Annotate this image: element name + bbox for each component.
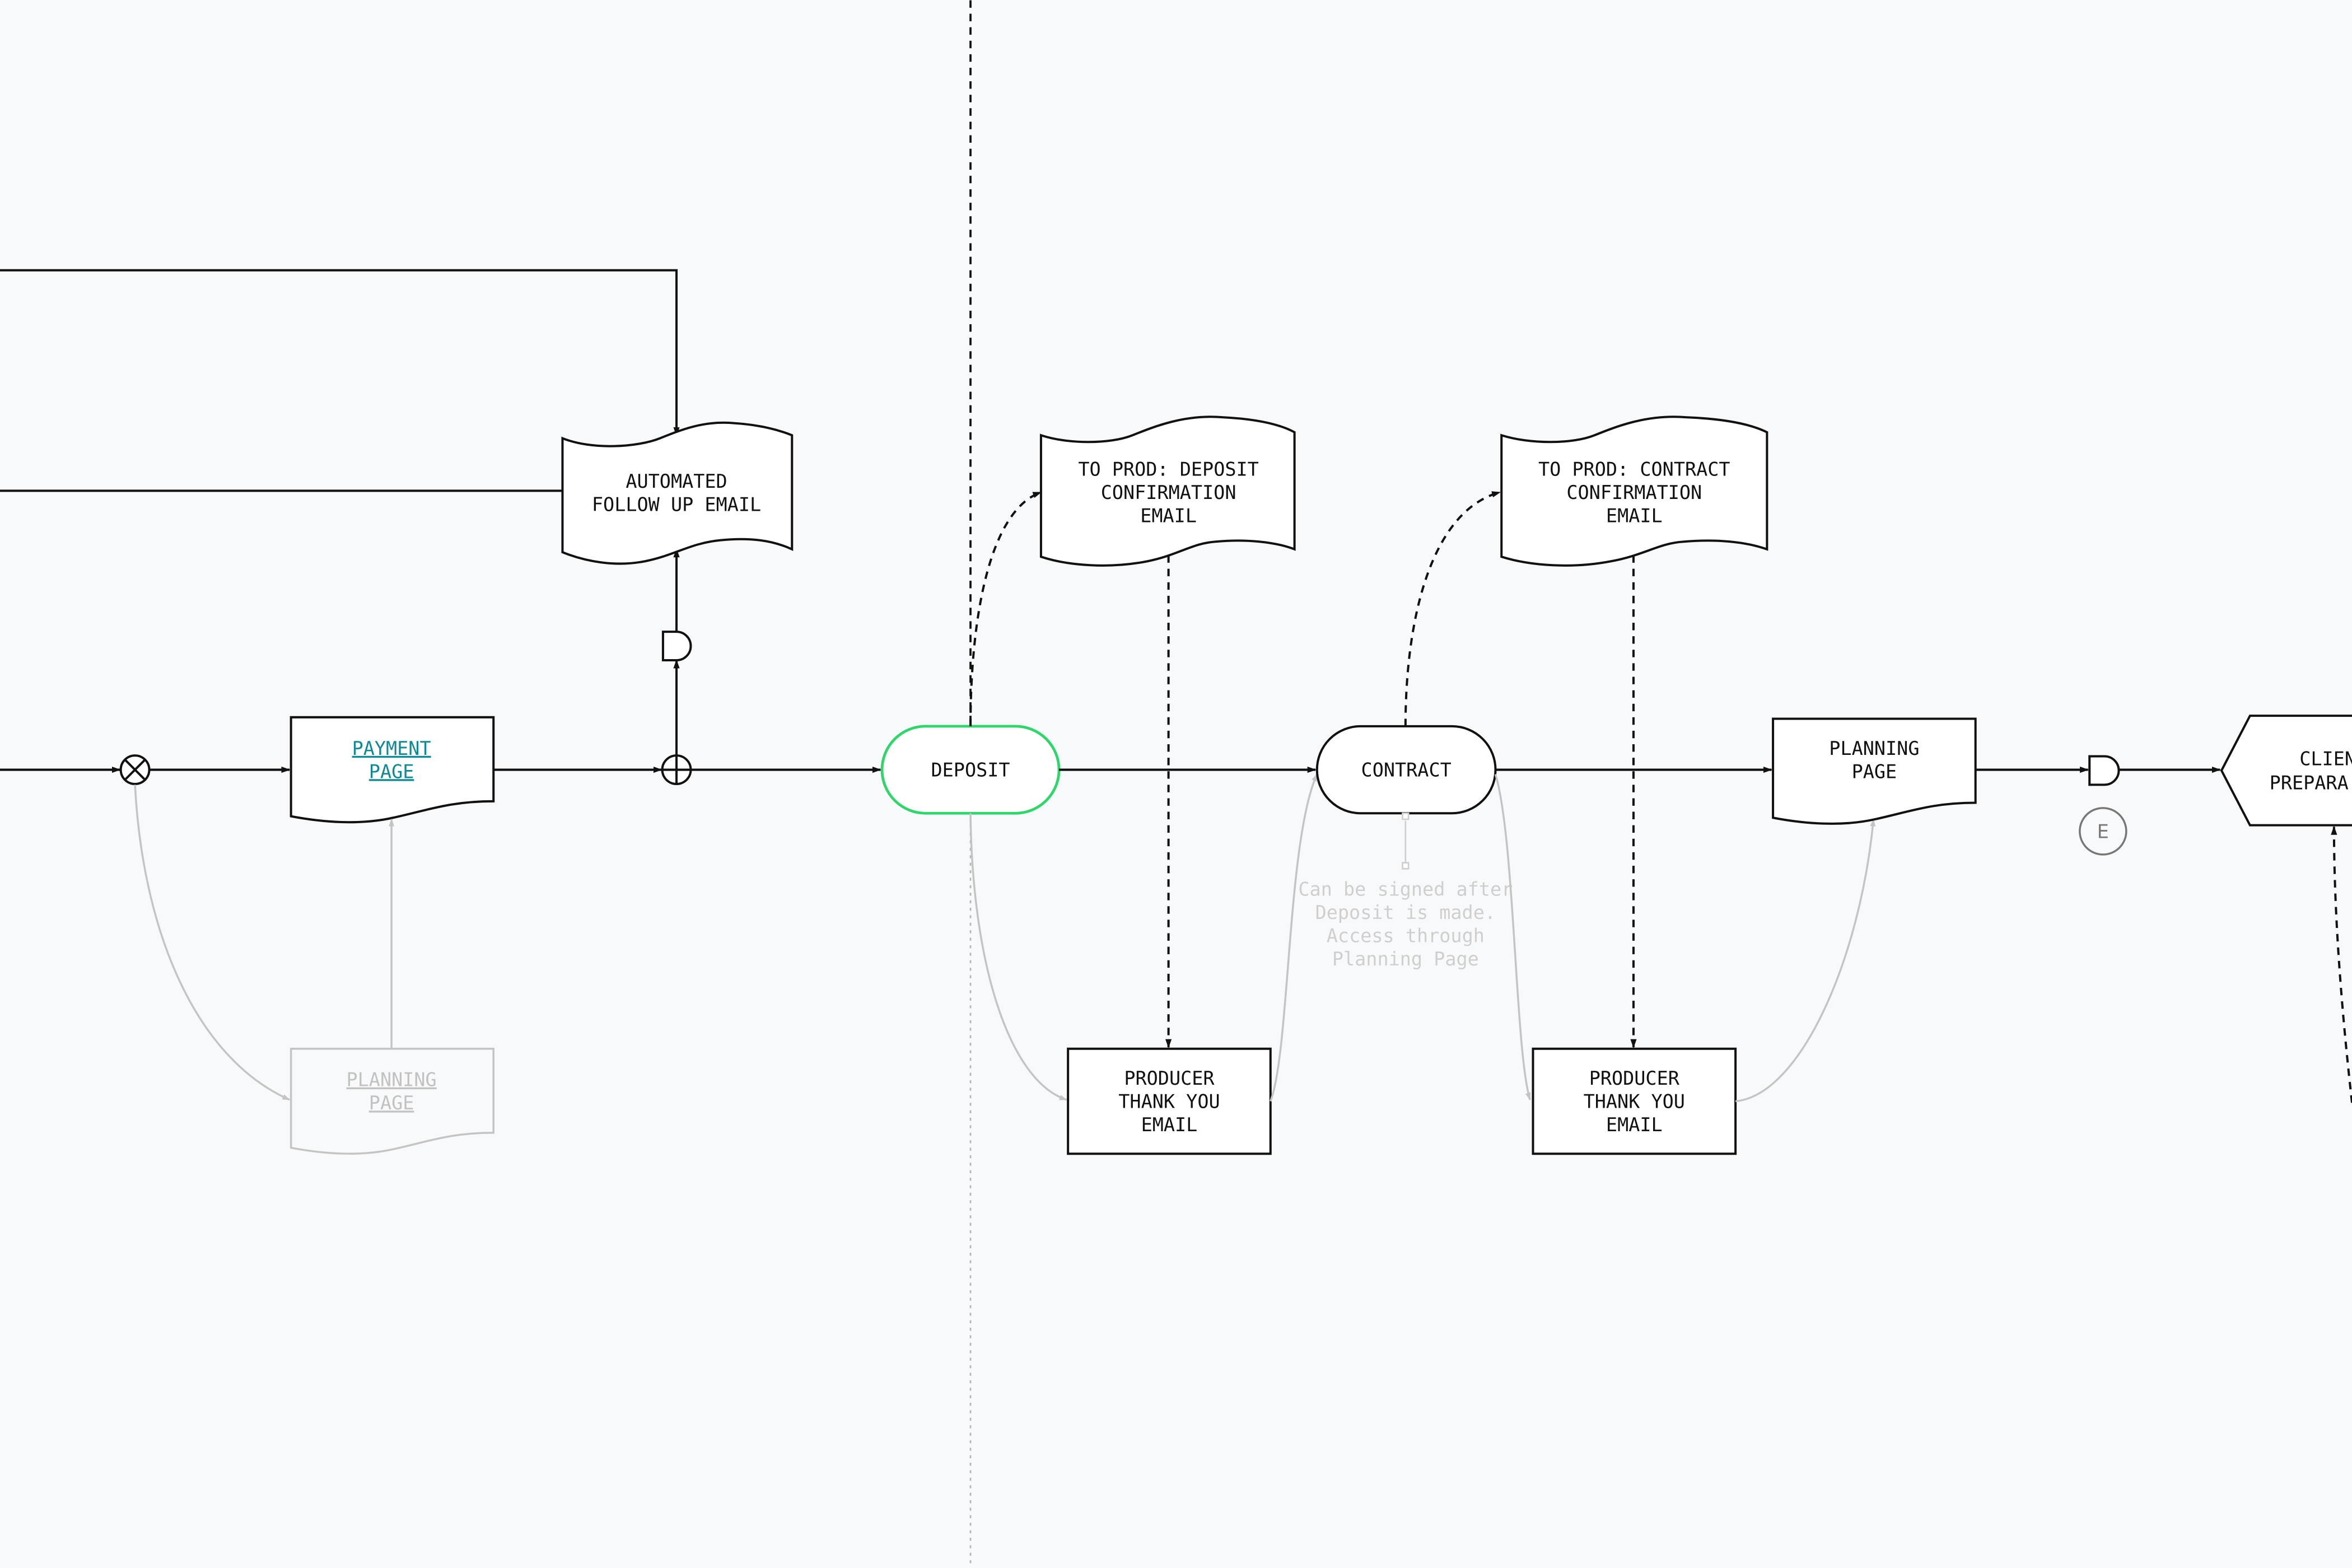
- contract-note-line-4: Planning Page: [1332, 948, 1479, 970]
- deposit-label: DEPOSIT: [931, 759, 1010, 781]
- contract-note-line-3: Access through: [1327, 925, 1485, 947]
- automated-follow-up-label-1: AUTOMATED: [626, 470, 727, 492]
- planning-page-label-2: PAGE: [1852, 760, 1897, 782]
- thank-you-1-label-2: THANK YOU: [1118, 1091, 1220, 1113]
- planning-page-faded-node[interactable]: PLANNING PAGE: [290, 1048, 494, 1155]
- contract-note: Can be signed after Deposit is made. Acc…: [1298, 879, 1513, 970]
- deposit-node[interactable]: DEPOSIT: [880, 725, 1061, 815]
- automated-follow-up-label-2: FOLLOW UP EMAIL: [592, 494, 761, 516]
- delay-node-1[interactable]: [661, 631, 692, 662]
- deposit-confirmation-email-node[interactable]: TO PROD: DEPOSIT CONFIRMATION EMAIL: [1039, 416, 1296, 567]
- deposit-confirmation-label-3: EMAIL: [1140, 505, 1197, 527]
- planning-page-faded-label-2: PAGE: [369, 1092, 414, 1114]
- contract-confirmation-email-node[interactable]: TO PROD: CONTRACT CONFIRMATION EMAIL: [1500, 416, 1768, 567]
- deposit-confirmation-label-1: TO PROD: DEPOSIT: [1078, 459, 1258, 480]
- thank-you-1-label-1: PRODUCER: [1124, 1067, 1215, 1089]
- contract-node[interactable]: CONTRACT: [1315, 725, 1497, 815]
- thank-you-2-label-3: EMAIL: [1606, 1114, 1663, 1136]
- connector-deposit-to-thank-you-1: [969, 813, 1067, 1101]
- planning-page-node[interactable]: PLANNING PAGE: [1772, 717, 1977, 825]
- connector-loop-top: [0, 269, 680, 436]
- connector-e[interactable]: E: [2079, 807, 2127, 856]
- connector-incoming-to-client-prep: [2331, 825, 2352, 1103]
- connector-contract-to-thank-you-2: [1494, 774, 1531, 1101]
- connector-thank-you-2-to-planning: [1735, 818, 1876, 1103]
- thank-you-2-label-1: PRODUCER: [1589, 1067, 1680, 1089]
- delay-node-2[interactable]: [2088, 755, 2120, 786]
- payment-page-node[interactable]: PAYMENT PAGE: [290, 716, 495, 824]
- client-preparation-label-1: CLIEN: [2299, 748, 2352, 770]
- client-preparation-label-2: PREPARA: [2270, 772, 2349, 794]
- deposit-confirmation-label-2: CONFIRMATION: [1101, 482, 1236, 503]
- contract-label: CONTRACT: [1361, 759, 1452, 781]
- payment-page-label-2[interactable]: PAGE: [369, 760, 414, 782]
- contract-confirmation-label-1: TO PROD: CONTRACT: [1538, 459, 1730, 480]
- client-preparation-node[interactable]: CLIEN PREPARA: [2220, 715, 2352, 827]
- connector-thank-you-1-to-contract: [1270, 773, 1318, 1102]
- contract-note-line-1: Can be signed after: [1298, 879, 1513, 900]
- or-gateway[interactable]: [661, 754, 692, 786]
- payment-page-label-1[interactable]: PAYMENT: [352, 738, 431, 759]
- thank-you-2-label-2: THANK YOU: [1584, 1091, 1685, 1113]
- automated-follow-up-email-node[interactable]: AUTOMATED FOLLOW UP EMAIL: [561, 421, 794, 565]
- connector-contract-to-contract-confirmation: [1404, 491, 1501, 726]
- connector-deposit-to-deposit-confirmation: [969, 491, 1042, 726]
- producer-thank-you-email-node-1[interactable]: PRODUCER THANK YOU EMAIL: [1067, 1047, 1272, 1155]
- contract-note-line-2: Deposit is made.: [1315, 902, 1496, 923]
- connector-e-label: E: [2097, 820, 2109, 842]
- thank-you-1-label-3: EMAIL: [1141, 1114, 1198, 1136]
- contract-confirmation-label-3: EMAIL: [1606, 505, 1663, 527]
- connector-xor-to-faded-planning: [134, 785, 291, 1101]
- contract-note-anchor-bottom: [1402, 862, 1410, 870]
- contract-note-anchor-top: [1402, 812, 1410, 820]
- producer-thank-you-email-node-2[interactable]: PRODUCER THANK YOU EMAIL: [1532, 1047, 1737, 1155]
- planning-page-faded-label-1: PLANNING: [347, 1069, 437, 1091]
- xor-gateway[interactable]: [119, 754, 151, 786]
- planning-page-label-1: PLANNING: [1829, 738, 1919, 759]
- contract-confirmation-label-2: CONFIRMATION: [1566, 482, 1702, 503]
